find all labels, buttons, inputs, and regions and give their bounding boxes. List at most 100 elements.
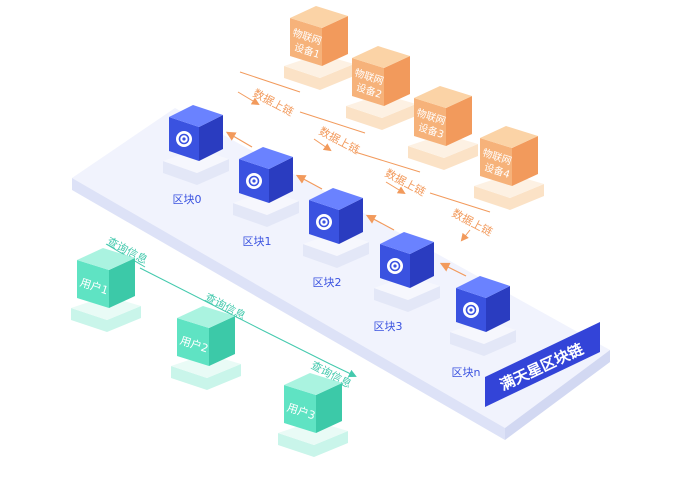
block-label: 区块2 [313, 276, 342, 289]
user-1: 用户1 [71, 248, 141, 332]
user-right [109, 258, 135, 308]
block-base [303, 242, 369, 268]
user-2: 用户2 [171, 306, 241, 390]
user-base [171, 364, 241, 390]
chain-link-icon [387, 258, 403, 274]
block-top [169, 105, 223, 127]
device-front [352, 58, 384, 106]
platform-right-side [505, 350, 610, 440]
upload-arrow [429, 192, 491, 213]
block-base-top [303, 232, 369, 256]
device-right [512, 136, 538, 186]
block-base-top [374, 276, 440, 300]
upload-label: 数据上链 [317, 124, 362, 157]
device-4: 物联网 设备4 [474, 126, 544, 210]
user-top [77, 248, 135, 270]
platform-label-bg [485, 322, 600, 407]
block-base [374, 286, 440, 312]
block-label: 区块1 [243, 235, 272, 248]
device-front [290, 18, 322, 66]
block-3: 区块3 [374, 232, 440, 333]
chain-link-icon [463, 302, 479, 318]
block-base-top [163, 149, 229, 173]
block-label: 区块n [452, 366, 481, 379]
user-base [278, 431, 348, 457]
query-line [329, 363, 357, 378]
user-front [177, 318, 209, 366]
block-top [380, 232, 434, 254]
device-base-top [284, 54, 354, 78]
device-base-top [408, 134, 478, 158]
platform-front-side [72, 178, 505, 440]
user-front [77, 260, 109, 308]
upload-arrows [237, 71, 491, 242]
block-1: 区块1 [233, 147, 299, 248]
block-base [233, 201, 299, 227]
device-top [352, 46, 410, 68]
device-right [384, 56, 410, 106]
device-base [346, 104, 416, 130]
block-right [199, 115, 223, 161]
chain-link-icon [176, 131, 192, 147]
block-base-top [233, 191, 299, 215]
chain-link-icon [316, 214, 332, 230]
device-right [446, 96, 472, 146]
upload-arrow [354, 151, 421, 173]
block-base [163, 159, 229, 185]
upload-arrow [385, 181, 406, 195]
device-2: 物联网 设备2 [346, 46, 416, 130]
chain-link-icon [246, 173, 262, 189]
chain-arrow [439, 262, 467, 277]
user-front [284, 385, 316, 433]
block-label: 区块3 [374, 320, 403, 333]
upload-label: 数据上链 [383, 166, 428, 199]
device-1: 物联网 设备1 [284, 6, 354, 90]
query-line [139, 267, 263, 331]
device-3: 物联网 设备3 [408, 86, 478, 170]
block-right [486, 286, 510, 332]
block-right [410, 242, 434, 288]
block-right [269, 157, 293, 203]
block-base [450, 330, 516, 356]
chain-arrow [365, 214, 395, 231]
device-right [322, 16, 348, 66]
device-top [480, 126, 538, 148]
user-top [284, 373, 342, 395]
user-right [316, 383, 342, 433]
block-top [309, 188, 363, 210]
block-2: 区块2 [303, 188, 369, 289]
device-front [414, 98, 446, 146]
block-right [339, 198, 363, 244]
device-top [290, 6, 348, 28]
upload-arrow [313, 138, 332, 152]
device-base-top [474, 174, 544, 198]
query-line [261, 329, 331, 365]
device-base [408, 144, 478, 170]
user-right [209, 316, 235, 366]
device-base-top [346, 94, 416, 118]
block-n: 区块n [450, 276, 516, 379]
user-base-top [278, 421, 348, 445]
user-3: 用户3 [278, 373, 348, 457]
block-chain-arrows [225, 131, 467, 277]
device-top [414, 86, 472, 108]
device-base [284, 64, 354, 90]
user-base-top [71, 296, 141, 320]
upload-arrow [239, 71, 301, 93]
block-base-top [450, 320, 516, 344]
user-base-top [171, 354, 241, 378]
upload-arrow [460, 229, 471, 242]
device-front [480, 138, 512, 186]
chain-arrow [295, 174, 323, 190]
chain-arrow [225, 131, 253, 148]
user-base [71, 306, 141, 332]
upload-label: 数据上链 [251, 86, 296, 119]
block-0: 区块0 [163, 105, 229, 206]
upload-arrow [299, 111, 366, 134]
upload-arrow [237, 91, 260, 106]
user-top [177, 306, 235, 328]
upload-label: 数据上链 [450, 206, 495, 239]
block-top [239, 147, 293, 169]
device-base [474, 184, 544, 210]
